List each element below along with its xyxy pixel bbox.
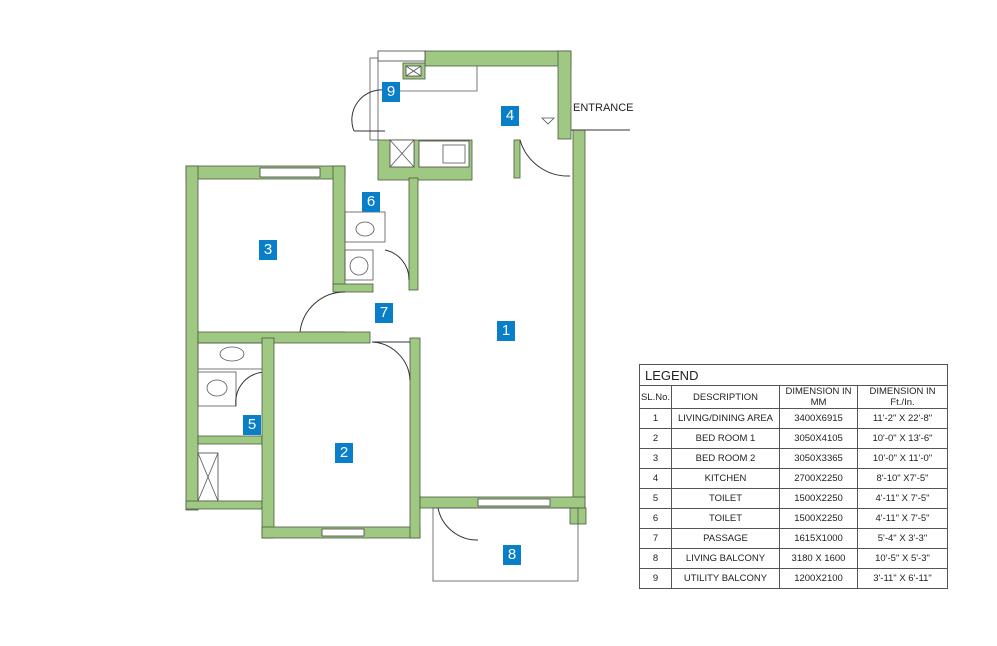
header-dimension-mm: DIMENSION IN MM bbox=[779, 385, 858, 409]
cell-dimension-ft: 10'-0" X 11'-0" bbox=[857, 448, 948, 469]
cell-dimension-ft: 5'-4" X 3'-3" bbox=[857, 528, 948, 549]
header-sl-no: SL.No. bbox=[639, 385, 672, 409]
cell-dimension-mm: 1200X2100 bbox=[779, 568, 858, 589]
cell-dimension-mm: 3050X3365 bbox=[779, 448, 858, 469]
cell-dimension-mm: 2700X2250 bbox=[779, 468, 858, 489]
legend-table: LEGEND SL.No. DESCRIPTION DIMENSION IN M… bbox=[639, 364, 948, 589]
wall bbox=[513, 139, 521, 179]
cell-dimension-ft: 4'-11" X 7'-5" bbox=[857, 488, 948, 509]
cell-description: UTILITY BALCONY bbox=[671, 568, 780, 589]
cell-description: LIVING BALCONY bbox=[671, 548, 780, 569]
cell-description: BED ROOM 1 bbox=[671, 428, 780, 449]
cell-description: BED ROOM 2 bbox=[671, 448, 780, 469]
room-label-3: 3 bbox=[259, 240, 277, 260]
cell-dimension-ft: 8'-10" X7'-5" bbox=[857, 468, 948, 489]
entrance-label: ENTRANCE bbox=[573, 102, 634, 114]
wall bbox=[557, 50, 572, 140]
room-label-8: 8 bbox=[503, 545, 521, 565]
cell-description: LIVING/DINING AREA bbox=[671, 408, 780, 429]
cell-dimension-ft: 10'-5" X 5'-3" bbox=[857, 548, 948, 569]
header-description: DESCRIPTION bbox=[671, 385, 780, 409]
cell-dimension-ft: 4'-11" X 7'-5" bbox=[857, 508, 948, 529]
cell-description: TOILET bbox=[671, 508, 780, 529]
cell-dimension-mm: 1500X2250 bbox=[779, 508, 858, 529]
room-label-7: 7 bbox=[375, 303, 393, 323]
cell-description: TOILET bbox=[671, 488, 780, 509]
legend-title: LEGEND bbox=[639, 364, 948, 386]
header-dimension-ft: DIMENSION IN Ft./In. bbox=[857, 385, 948, 409]
wall bbox=[572, 129, 586, 511]
cell-dimension-mm: 1615X1000 bbox=[779, 528, 858, 549]
cell-description: KITCHEN bbox=[671, 468, 780, 489]
living-balcony-outline bbox=[432, 507, 579, 582]
cell-sl-no: 9 bbox=[639, 568, 672, 589]
room-label-4: 4 bbox=[501, 106, 519, 126]
wall bbox=[424, 50, 572, 67]
cell-dimension-ft: 3'-11" X 6'-11" bbox=[857, 568, 948, 589]
cell-description: PASSAGE bbox=[671, 528, 780, 549]
cell-dimension-mm: 3180 X 1600 bbox=[779, 548, 858, 569]
cell-sl-no: 7 bbox=[639, 528, 672, 549]
entrance-arrow-icon bbox=[541, 117, 555, 125]
room-label-2: 2 bbox=[335, 443, 353, 463]
cell-sl-no: 4 bbox=[639, 468, 672, 489]
room-label-9: 9 bbox=[382, 82, 400, 102]
door-swing bbox=[519, 139, 571, 177]
cell-dimension-ft: 10'-0" X 13'-6" bbox=[857, 428, 948, 449]
cell-dimension-ft: 11'-2" X 22'-8" bbox=[857, 408, 948, 429]
window bbox=[377, 50, 426, 62]
room-label-1: 1 bbox=[497, 321, 515, 341]
cell-sl-no: 5 bbox=[639, 488, 672, 509]
cell-sl-no: 6 bbox=[639, 508, 672, 529]
cell-sl-no: 8 bbox=[639, 548, 672, 569]
cell-dimension-mm: 1500X2250 bbox=[779, 488, 858, 509]
cell-sl-no: 3 bbox=[639, 448, 672, 469]
room-label-5: 5 bbox=[243, 415, 261, 435]
cell-sl-no: 2 bbox=[639, 428, 672, 449]
cell-dimension-mm: 3050X4105 bbox=[779, 428, 858, 449]
room-label-6: 6 bbox=[362, 192, 380, 212]
cell-sl-no: 1 bbox=[639, 408, 672, 429]
cell-dimension-mm: 3400X6915 bbox=[779, 408, 858, 429]
